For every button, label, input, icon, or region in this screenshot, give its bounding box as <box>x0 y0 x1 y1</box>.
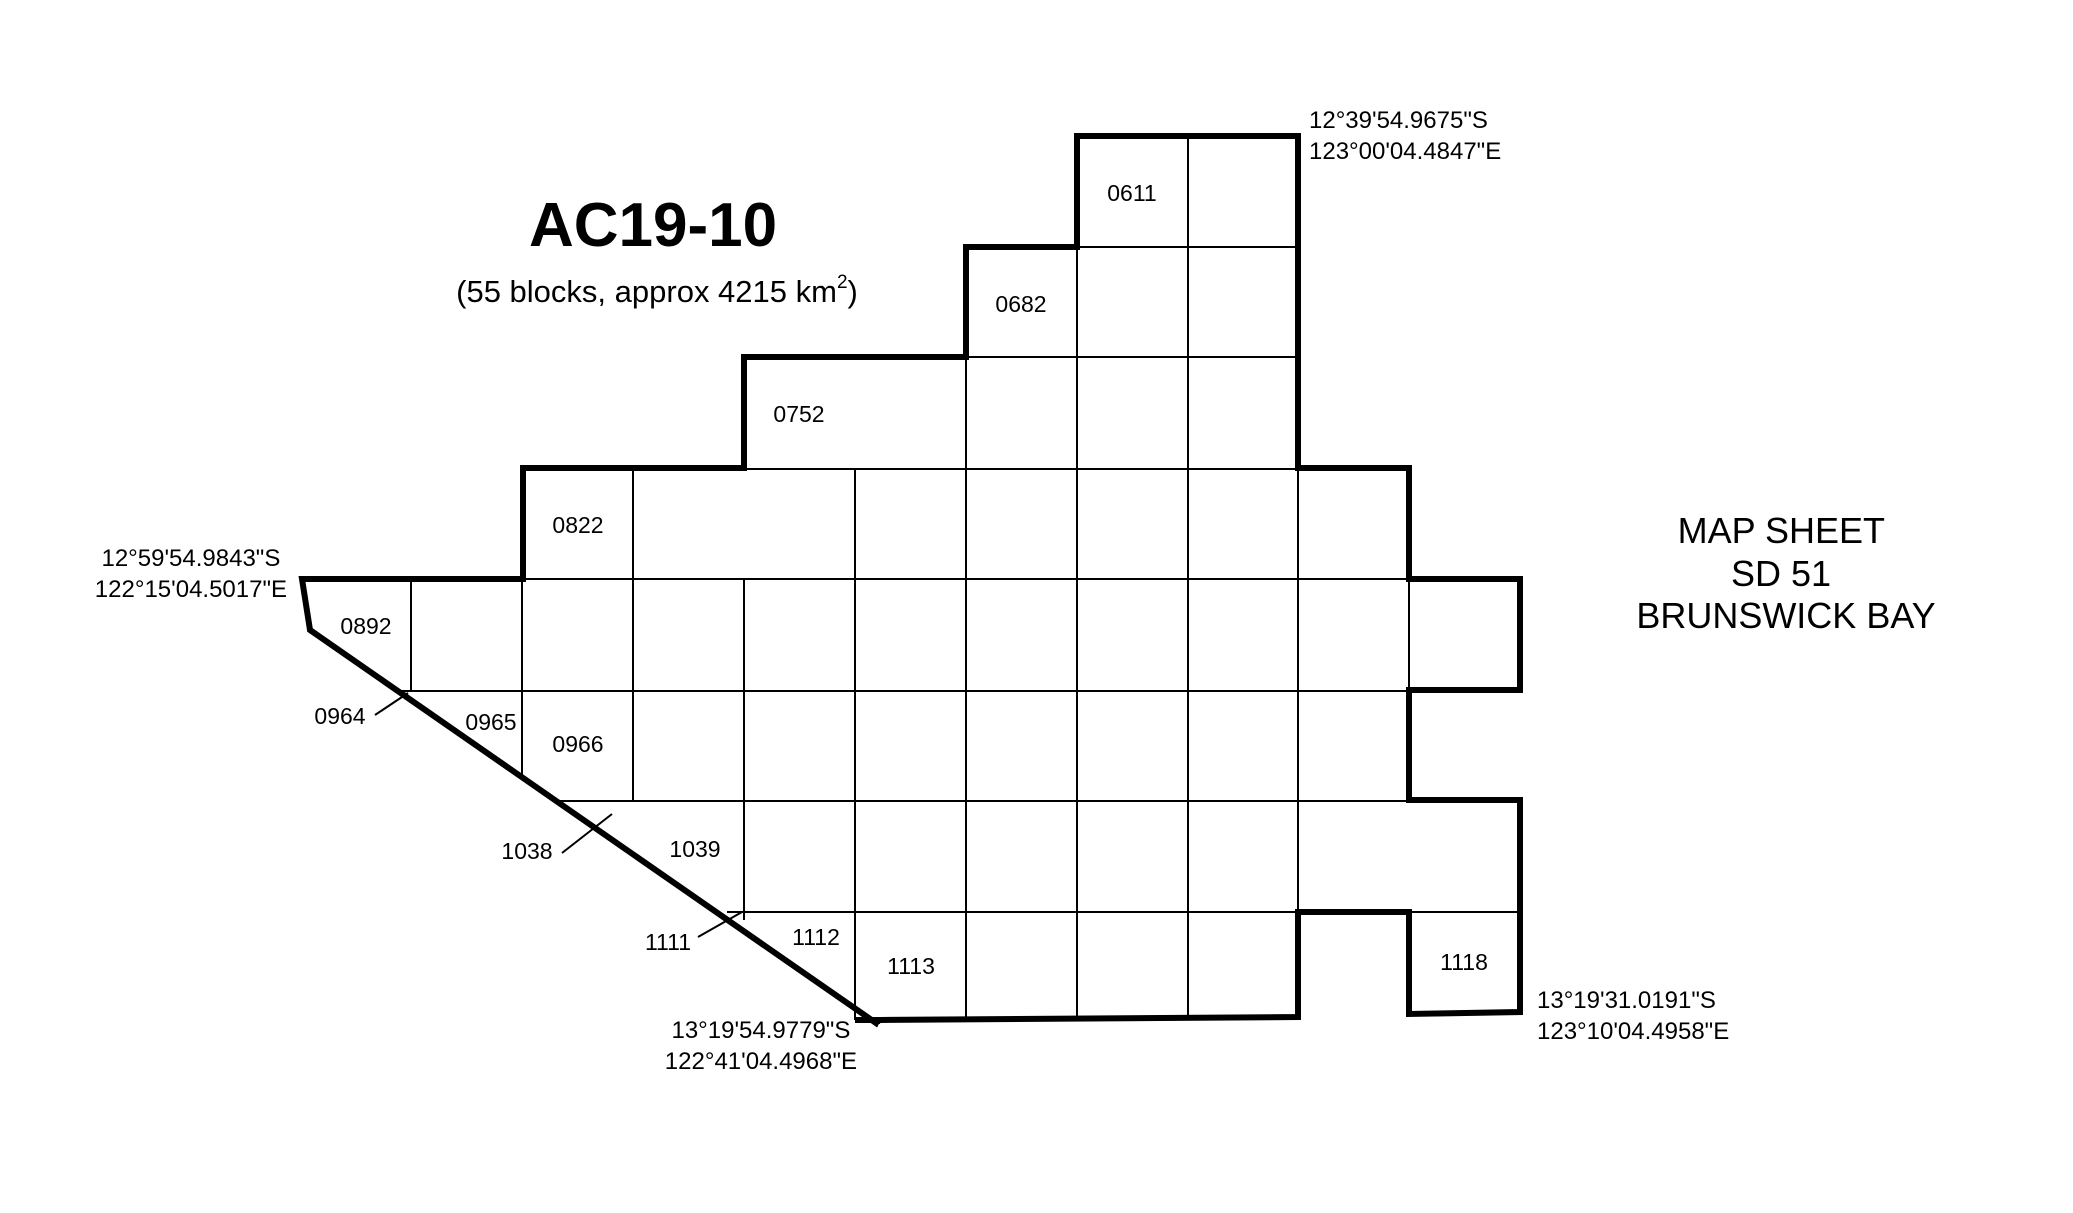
coord-bottom-left: 13°19'54.9779"S 122°41'04.4968"E <box>665 1017 857 1075</box>
map-title: AC19-10 <box>529 191 777 260</box>
subtitle-superscript: 2 <box>837 272 848 293</box>
block-outline <box>298 133 1523 1028</box>
map-sheet-label: MAP SHEET SD 51 BRUNSWICK BAY <box>1636 510 1935 636</box>
coord-left: 12°59'54.9843"S 122°15'04.5017"E <box>95 545 287 603</box>
block-label: 1112 <box>792 924 840 950</box>
block-label: 1039 <box>669 836 720 862</box>
map-subtitle: (55 blocks, approx 4215 km2) <box>456 272 858 309</box>
block-label: 0965 <box>465 709 516 735</box>
block-label: 0752 <box>773 401 824 427</box>
block-label: 1111 <box>645 929 691 955</box>
block-label: 0611 <box>1107 180 1156 206</box>
leader-1111 <box>697 911 743 938</box>
block-label: 1038 <box>501 838 552 864</box>
block-label: 0964 <box>314 703 365 729</box>
block-label: 0966 <box>552 731 603 757</box>
block-label: 0892 <box>340 613 391 639</box>
leader-1038 <box>561 813 613 854</box>
block-grid <box>401 136 1520 1020</box>
block-labels: 0611 0682 0752 0822 0892 0964 0965 0966 … <box>314 180 1487 979</box>
block-label: 1113 <box>887 953 935 979</box>
block-label: 0822 <box>552 512 603 538</box>
block-label: 1118 <box>1440 949 1488 975</box>
coord-top-right: 12°39'54.9675"S 123°00'04.4847"E <box>1309 107 1501 165</box>
coord-bottom-right: 13°19'31.0191"S 123°10'04.4958"E <box>1537 987 1729 1045</box>
leader-0964 <box>374 692 409 716</box>
block-label: 0682 <box>995 291 1046 317</box>
